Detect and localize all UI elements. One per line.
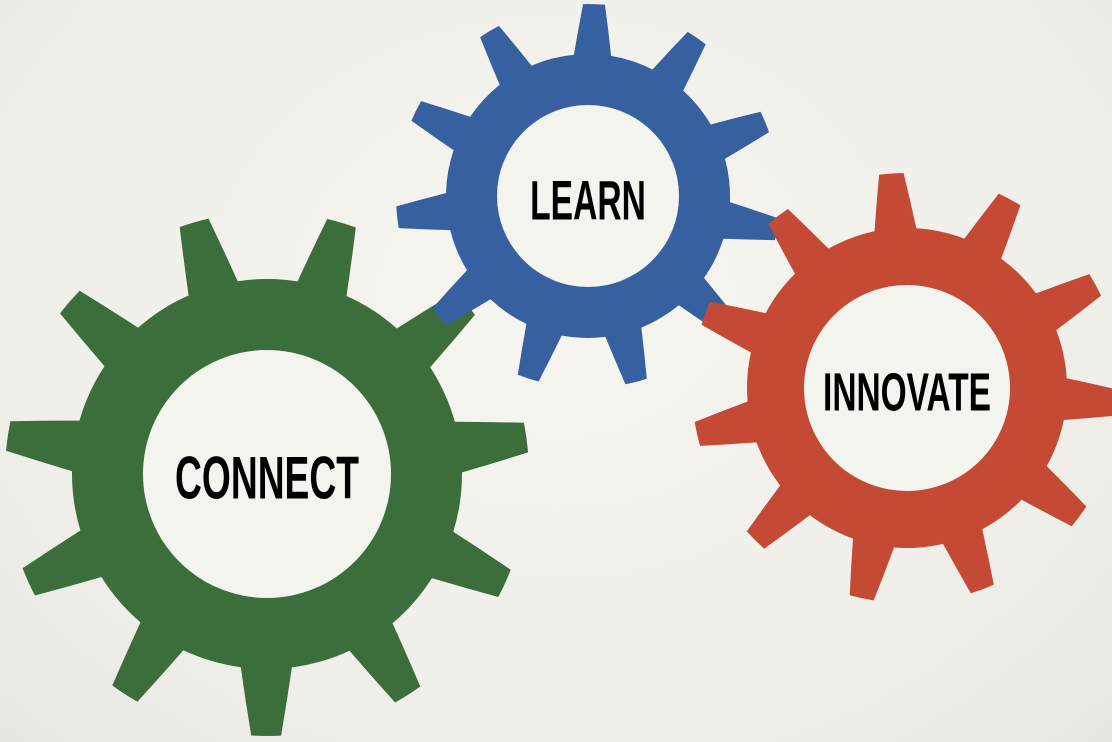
- gear-connect: CONNECT: [6, 218, 529, 736]
- gear-connect-label: CONNECT: [175, 444, 359, 511]
- gear-learn-label: LEARN: [530, 168, 646, 231]
- gear-connect-hub: [143, 350, 391, 598]
- gear-innovate: INNOVATE: [694, 173, 1112, 601]
- gear-innovate-label: INNOVATE: [823, 361, 991, 422]
- gear-learn-hub: [497, 105, 679, 287]
- gear-learn: LEARN: [396, 4, 779, 385]
- gear-innovate-hub: [804, 285, 1010, 491]
